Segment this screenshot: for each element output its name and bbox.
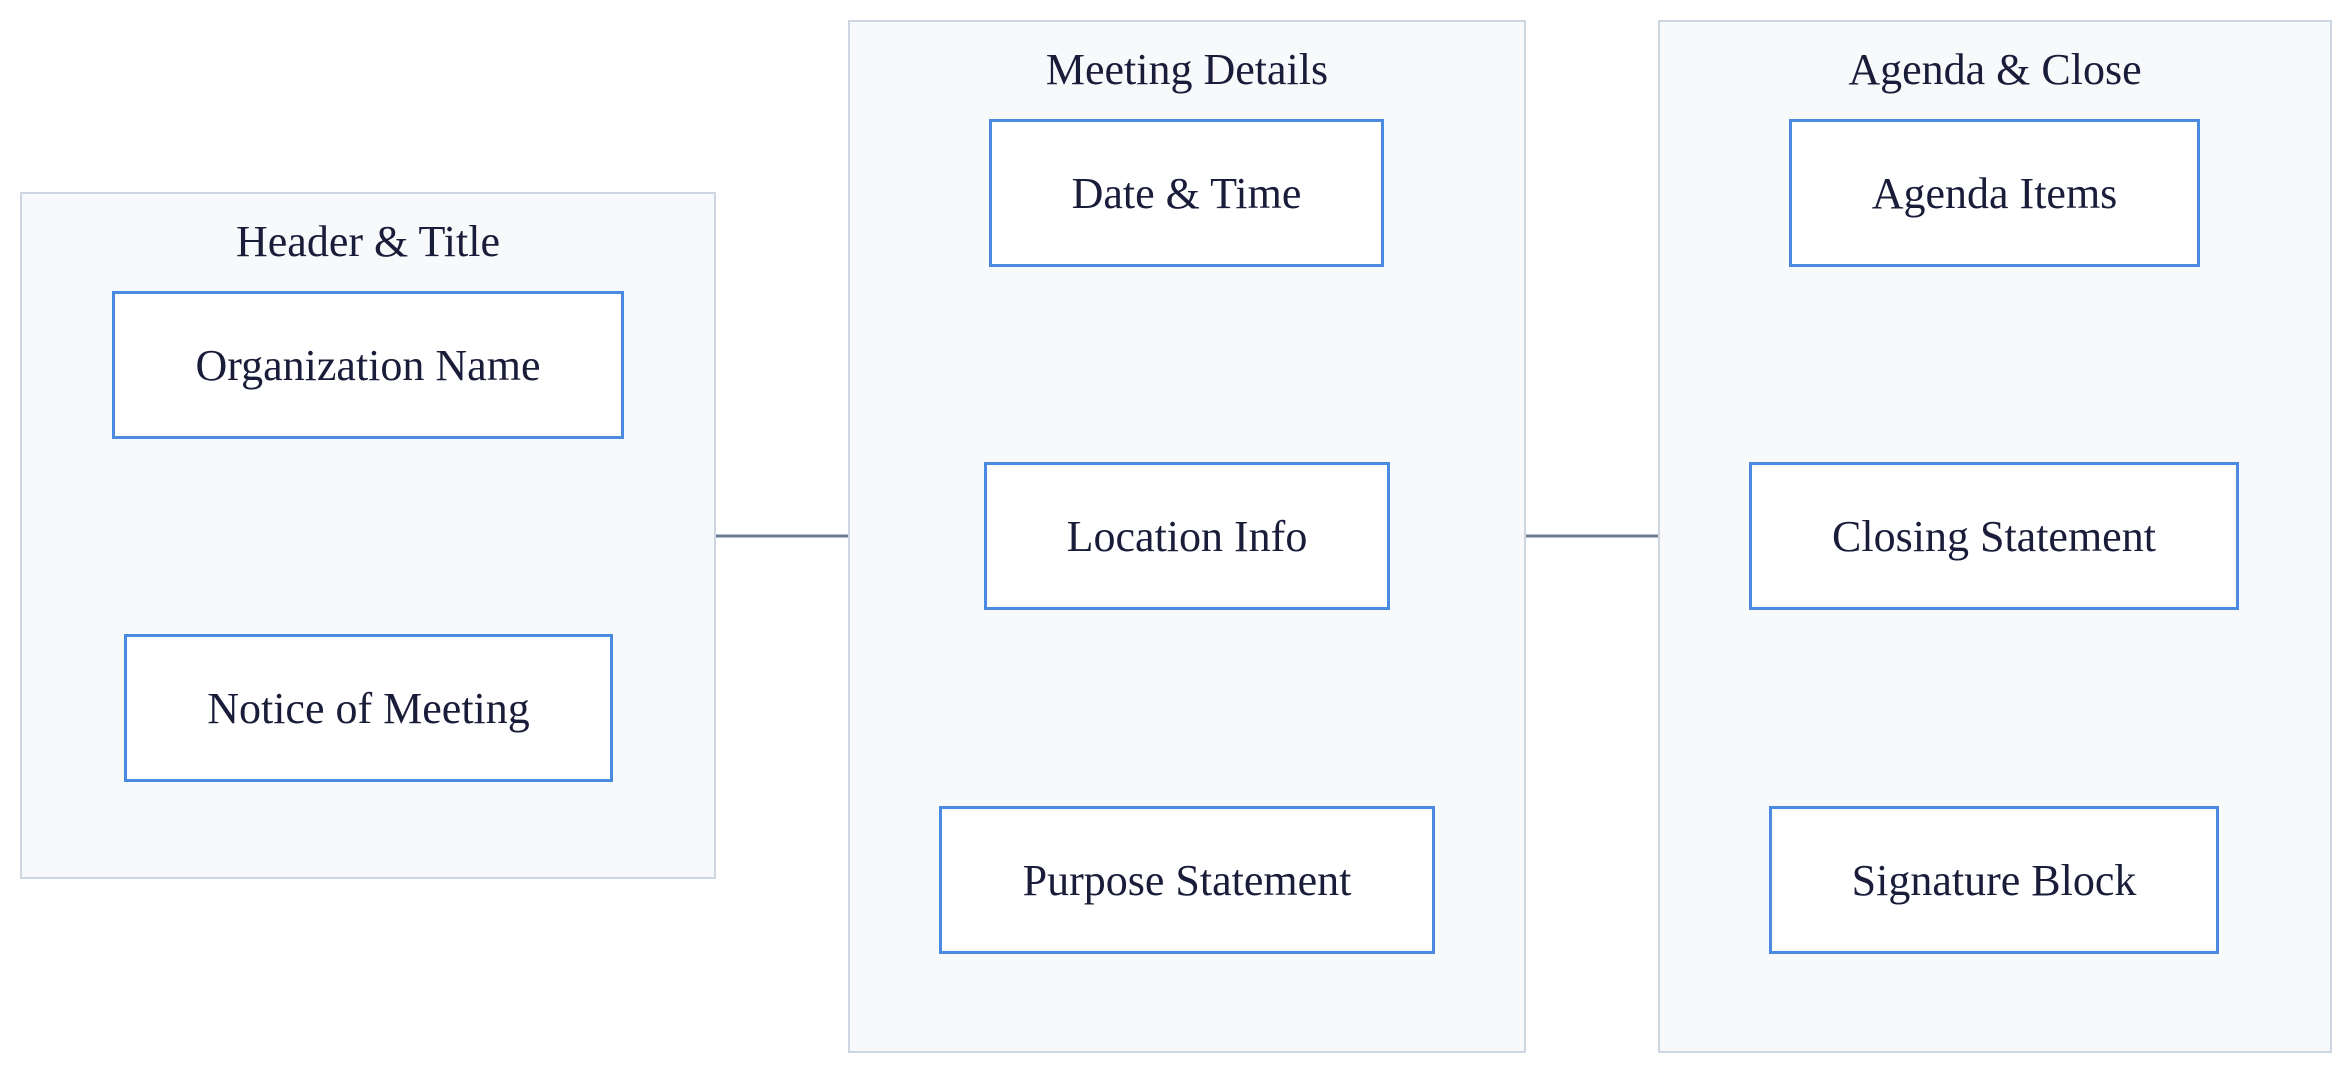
node-closing-statement[interactable]: Closing Statement: [1749, 462, 2239, 610]
node-organization-name[interactable]: Organization Name: [112, 291, 624, 439]
node-notice-of-meeting[interactable]: Notice of Meeting: [124, 634, 613, 782]
node-purpose-statement[interactable]: Purpose Statement: [939, 806, 1435, 954]
node-agenda-items[interactable]: Agenda Items: [1789, 119, 2200, 267]
node-signature-block[interactable]: Signature Block: [1769, 806, 2219, 954]
group-title: Meeting Details: [1045, 45, 1329, 94]
node-location-info[interactable]: Location Info: [984, 462, 1390, 610]
group-title: Header & Title: [236, 217, 500, 266]
node-date-and-time[interactable]: Date & Time: [989, 119, 1384, 267]
group-title: Agenda & Close: [1848, 45, 2142, 94]
